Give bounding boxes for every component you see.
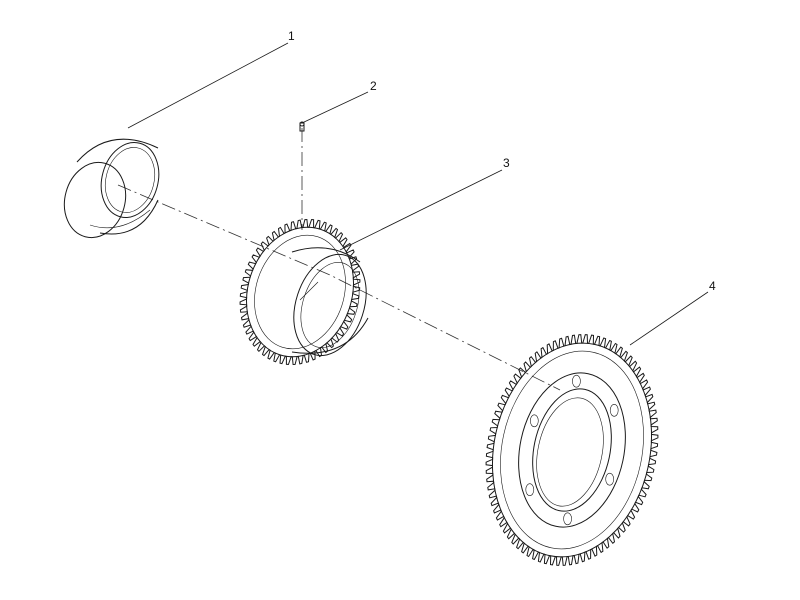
center-axis-line	[117, 184, 561, 391]
leader-line-1	[127, 42, 289, 129]
bolt-hole	[572, 374, 581, 388]
bolt-hole	[605, 472, 615, 486]
leader-line-2	[301, 91, 369, 124]
callout-2: 2	[370, 79, 377, 93]
leader-line-4	[629, 291, 709, 346]
bolt-hole	[609, 403, 619, 417]
callout-1: 1	[288, 29, 295, 43]
bolt-hole	[563, 512, 572, 526]
bolt-hole	[525, 483, 535, 497]
part-3-small-gear	[239, 218, 369, 366]
leader-line-3	[339, 169, 503, 251]
part-4-large-gear	[485, 334, 659, 566]
part-1-bushing	[63, 138, 160, 239]
callout-4: 4	[709, 279, 716, 293]
bolt-hole	[529, 414, 539, 428]
callout-3: 3	[503, 156, 510, 170]
